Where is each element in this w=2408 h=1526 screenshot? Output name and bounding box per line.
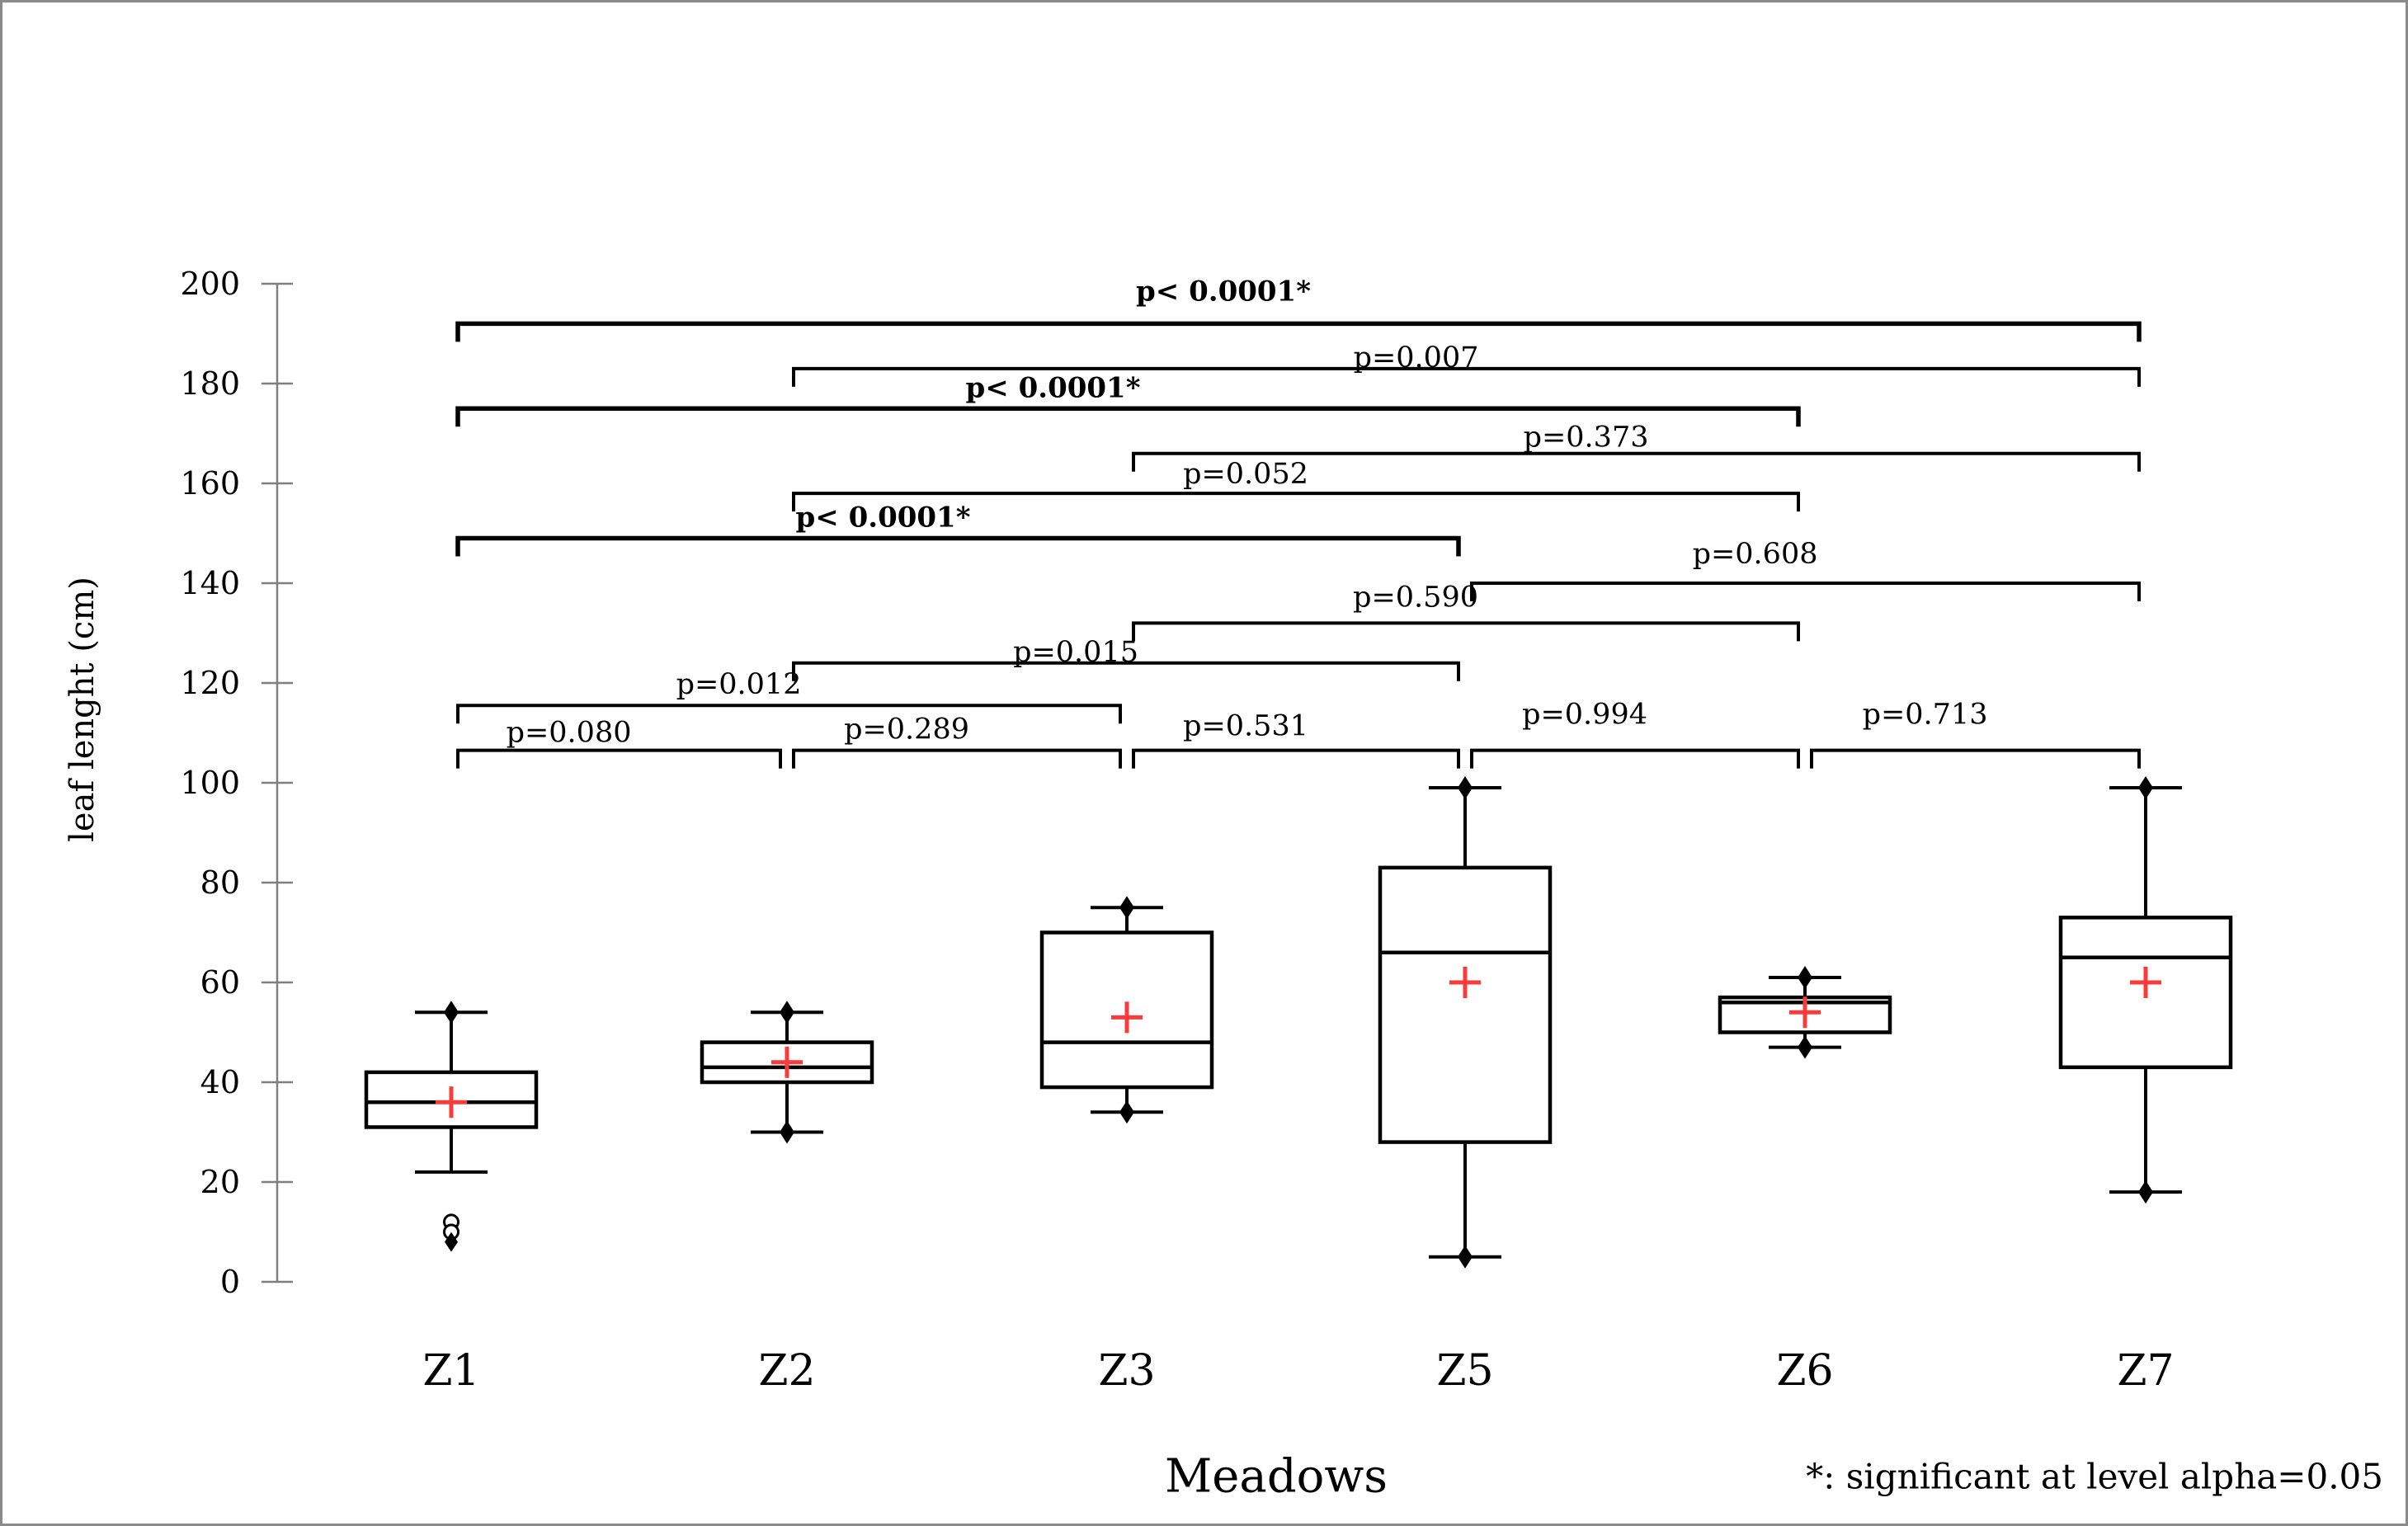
max-marker-diamond [780, 1001, 794, 1024]
comparison-Z3-Z7: p=0.373 [1132, 422, 2141, 472]
y-tick-label: 180 [180, 365, 240, 402]
y-tick-label: 60 [200, 964, 240, 1001]
outlier-diamond [445, 1232, 458, 1252]
p-value-label: p=0.994 [1522, 699, 1647, 732]
comparison-Z2-Z5: p=0.015 [792, 636, 1460, 681]
max-marker-diamond [1458, 776, 1473, 800]
iqr-box [1378, 865, 1553, 1144]
category-label-Z1: Z1 [422, 1346, 479, 1396]
p-value-label: p=0.713 [1863, 699, 1988, 732]
y-tick-label: 40 [200, 1064, 240, 1100]
comparison-Z1-Z6: p< 0.0001* [455, 371, 1801, 427]
y-tick-label: 80 [200, 864, 240, 901]
box-Z7: Z7 [2058, 776, 2233, 1396]
x-axis-title: Meadows [1164, 1449, 1388, 1504]
p-value-label: p=0.012 [676, 668, 802, 701]
min-marker-diamond [1798, 1035, 1812, 1059]
comparison-bracket [1470, 748, 1800, 769]
comparison-Z2-Z7: p=0.007 [792, 341, 2141, 387]
comparison-Z2-Z6: p=0.052 [792, 458, 1800, 512]
comparison-bracket [456, 748, 782, 769]
y-tick-label: 200 [180, 266, 240, 302]
category-label-Z3: Z3 [1098, 1346, 1155, 1396]
comparison-Z2-Z3: p=0.289 [792, 714, 1122, 769]
box-Z2: Z2 [700, 1001, 874, 1396]
p-value-label: p=0.373 [1524, 422, 1649, 455]
y-tick-label: 0 [220, 1264, 240, 1300]
p-value-label: p=0.590 [1353, 581, 1478, 614]
min-marker-diamond [780, 1120, 794, 1144]
comparison-Z1-Z2: p=0.080 [456, 717, 782, 769]
y-tick-label: 140 [180, 565, 240, 601]
comparison-bracket [1810, 748, 2141, 769]
comparison-bracket [456, 704, 1122, 724]
category-label-Z2: Z2 [758, 1346, 815, 1396]
comparison-bracket [1132, 621, 1800, 642]
category-label-Z6: Z6 [1776, 1346, 1833, 1396]
box-Z3: Z3 [1039, 896, 1214, 1396]
max-marker-diamond [1119, 896, 1134, 920]
p-value-label: p=0.015 [1013, 636, 1138, 669]
comparison-Z6-Z7: p=0.713 [1810, 699, 2141, 769]
p-value-label: p=0.289 [844, 714, 969, 747]
comparison-bracket [1132, 748, 1460, 769]
category-label-Z7: Z7 [2117, 1346, 2174, 1396]
comparison-Z5-Z7: p=0.608 [1470, 538, 2141, 601]
y-tick-label: 120 [180, 665, 240, 701]
comparison-bracket [1470, 582, 2141, 601]
min-marker-diamond [1458, 1245, 1473, 1269]
comparison-bracket [455, 406, 1801, 427]
p-value-label: p=0.007 [1354, 341, 1479, 374]
comparison-bracket [455, 321, 2142, 342]
min-marker-diamond [2138, 1180, 2153, 1204]
box-Z6: Z6 [1718, 965, 1892, 1396]
y-tick-label: 100 [180, 765, 240, 801]
p-value-label: p< 0.0001* [1136, 275, 1311, 308]
category-label-Z5: Z5 [1436, 1346, 1493, 1396]
comparison-Z3-Z6: p=0.590 [1132, 581, 1800, 642]
comparison-Z1-Z7: p< 0.0001* [455, 275, 2142, 342]
p-value-label: p=0.080 [507, 717, 632, 750]
comparison-Z5-Z6: p=0.994 [1470, 699, 1800, 769]
comparison-bracket [792, 748, 1122, 769]
box-Z1: Z1 [364, 1001, 539, 1396]
max-marker-diamond [444, 1001, 459, 1024]
y-axis-title: leaf lenght (cm) [64, 577, 101, 842]
comparison-bracket [1132, 451, 2141, 472]
comparison-bracket [792, 661, 1460, 681]
y-axis: 0 20 40 60 80 100 120 140 160 180 200 [180, 266, 293, 1300]
comparison-Z3-Z5: p=0.531 [1132, 710, 1460, 769]
significance-footnote: *: significant at level alpha=0.05 [1806, 1456, 2383, 1497]
p-value-label: p=0.608 [1693, 538, 1818, 571]
p-value-label: p=0.531 [1183, 710, 1308, 743]
min-marker-diamond [1119, 1100, 1134, 1124]
y-tick-label: 20 [200, 1164, 240, 1200]
comparison-bracket [792, 492, 1800, 512]
comparison-bracket [792, 366, 2141, 387]
comparison-bracket [455, 535, 1461, 557]
p-value-label: p=0.052 [1183, 458, 1308, 491]
y-tick-label: 160 [180, 465, 240, 502]
max-marker-diamond [2138, 776, 2153, 800]
max-marker-diamond [1798, 965, 1812, 989]
comparison-Z1-Z5: p< 0.0001* [455, 502, 1461, 557]
box-Z5: Z5 [1378, 776, 1553, 1396]
p-value-label: p< 0.0001* [965, 371, 1140, 404]
comparison-Z1-Z3: p=0.012 [456, 668, 1122, 724]
p-value-label: p< 0.0001* [795, 502, 970, 535]
